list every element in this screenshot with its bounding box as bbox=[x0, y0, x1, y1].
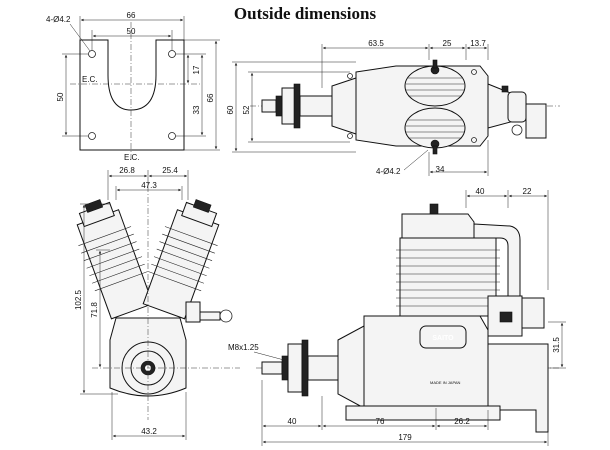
mount-plate-outline bbox=[79, 39, 185, 151]
dim-top-mid: 25 bbox=[443, 39, 452, 48]
right-cylinder bbox=[142, 209, 220, 320]
mount-hole bbox=[168, 132, 176, 140]
dim-front-shaft-height: 71.8 bbox=[90, 302, 99, 318]
mount-hole bbox=[88, 50, 96, 58]
dim-side-bottom-1: 40 bbox=[288, 417, 297, 426]
dim-plate-height-inner: 33 bbox=[192, 105, 201, 114]
dim-front-height: 102.5 bbox=[74, 289, 83, 310]
mount-hole bbox=[88, 132, 96, 140]
top-view: 63.5 25 13.7 60 52 4-Ø4.2 34 bbox=[226, 39, 560, 176]
top-hole-spec: 4-Ø4.2 bbox=[376, 167, 401, 176]
dim-front-left: 26.8 bbox=[119, 166, 135, 175]
dim-plate-width-inner: 50 bbox=[127, 27, 136, 36]
page-title: Outside dimensions bbox=[233, 4, 377, 23]
side-cylinder bbox=[399, 237, 497, 317]
dim-plate-height-right: 66 bbox=[206, 93, 215, 102]
dim-front-total: 47.3 bbox=[141, 181, 157, 190]
dim-side-bottom-2: 76 bbox=[376, 417, 385, 426]
dim-plate-height-left: 50 bbox=[56, 92, 65, 101]
dim-front-bottom: 43.2 bbox=[141, 427, 157, 436]
brand-logo: SAITO bbox=[432, 335, 454, 342]
dim-plate-height-small: 17 bbox=[192, 65, 201, 74]
mount-plate-view: 66 50 50 E.C. E.C. 4-Ø4.2 66 33 17 bbox=[46, 11, 220, 162]
rocker-cover bbox=[401, 213, 475, 239]
dim-top-front: 63.5 bbox=[368, 39, 384, 48]
dim-side-bottom-3: 26.2 bbox=[454, 417, 470, 426]
mount-hole bbox=[168, 50, 176, 58]
dim-top-offset: 34 bbox=[436, 165, 445, 174]
dim-side-top-1: 40 bbox=[476, 187, 485, 196]
made-in-label: MADE IN JAPAN bbox=[430, 380, 460, 385]
ec-label-left: E.C. bbox=[82, 75, 98, 84]
prop-nut bbox=[261, 99, 277, 113]
side-view: SAITO MADE IN JAPAN 40 22 M8x1.25 bbox=[228, 187, 566, 446]
rear-block-top bbox=[525, 103, 547, 139]
front-view: 26.8 25.4 47.3 102.5 71.8 43.2 bbox=[74, 166, 240, 440]
dim-top-rear: 13.7 bbox=[470, 39, 486, 48]
dim-side-overall: 179 bbox=[398, 433, 412, 442]
plate-hole-spec: 4-Ø4.2 bbox=[46, 15, 71, 24]
dim-front-right: 25.4 bbox=[162, 166, 178, 175]
dim-plate-width-outer: 66 bbox=[127, 11, 136, 20]
left-cylinder bbox=[76, 209, 154, 320]
carburetor-top bbox=[507, 91, 527, 123]
dim-side-top-2: 22 bbox=[523, 187, 532, 196]
dim-top-height-outer: 60 bbox=[226, 105, 235, 114]
dim-side-right-height: 31.5 bbox=[552, 337, 561, 353]
thread-spec: M8x1.25 bbox=[228, 343, 259, 352]
ec-label-bottom: E.C. bbox=[124, 153, 140, 162]
dim-top-height-inner: 52 bbox=[242, 105, 251, 114]
